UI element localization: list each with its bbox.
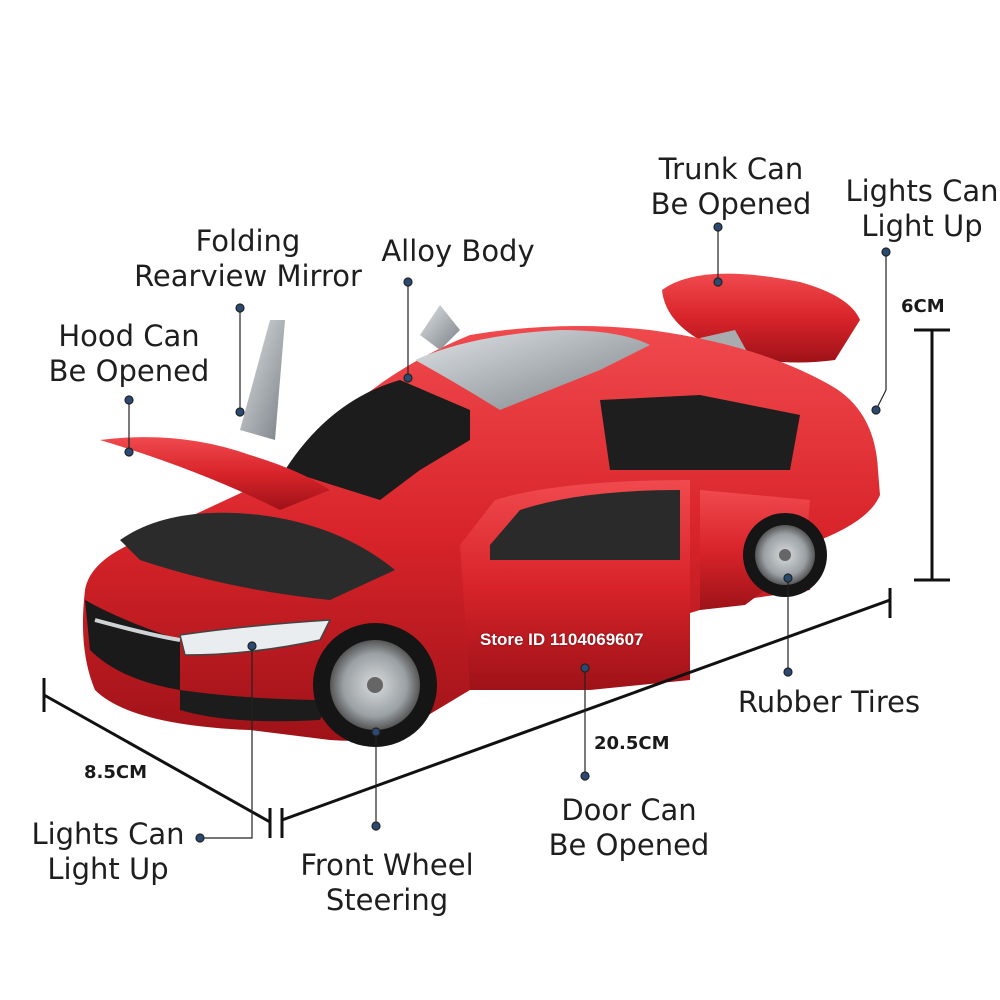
alloy-callout-leader [403, 277, 413, 383]
door-callout-leader [580, 663, 590, 781]
front-wheel [313, 623, 437, 747]
mirror-door-glass [240, 320, 285, 440]
height-dimension-line [914, 328, 950, 582]
front-door [460, 480, 690, 690]
hood-callout-leader [124, 395, 134, 457]
height-dimension-label: 6CM [901, 296, 945, 317]
alloy-callout-label: Alloy Body [381, 234, 535, 268]
width-dimension-line [42, 678, 272, 838]
width-dimension-label: 8.5CM [84, 762, 148, 783]
steering-callout-leader [371, 727, 381, 831]
rear-lights-callout-leader [871, 247, 891, 415]
rear-wheel [743, 513, 827, 597]
tires-callout-label: Rubber Tires [737, 685, 921, 719]
mirror-callout-leader [235, 303, 245, 417]
length-dimension-line [280, 588, 892, 838]
trunk-callout-leader [713, 222, 723, 287]
far-door-glass [420, 305, 460, 350]
length-dimension-label: 20.5CM [594, 733, 670, 754]
store-watermark: Store ID 1104069607 [480, 630, 644, 649]
tires-callout-leader [783, 573, 793, 677]
front-lights-callout-leader [195, 641, 257, 843]
